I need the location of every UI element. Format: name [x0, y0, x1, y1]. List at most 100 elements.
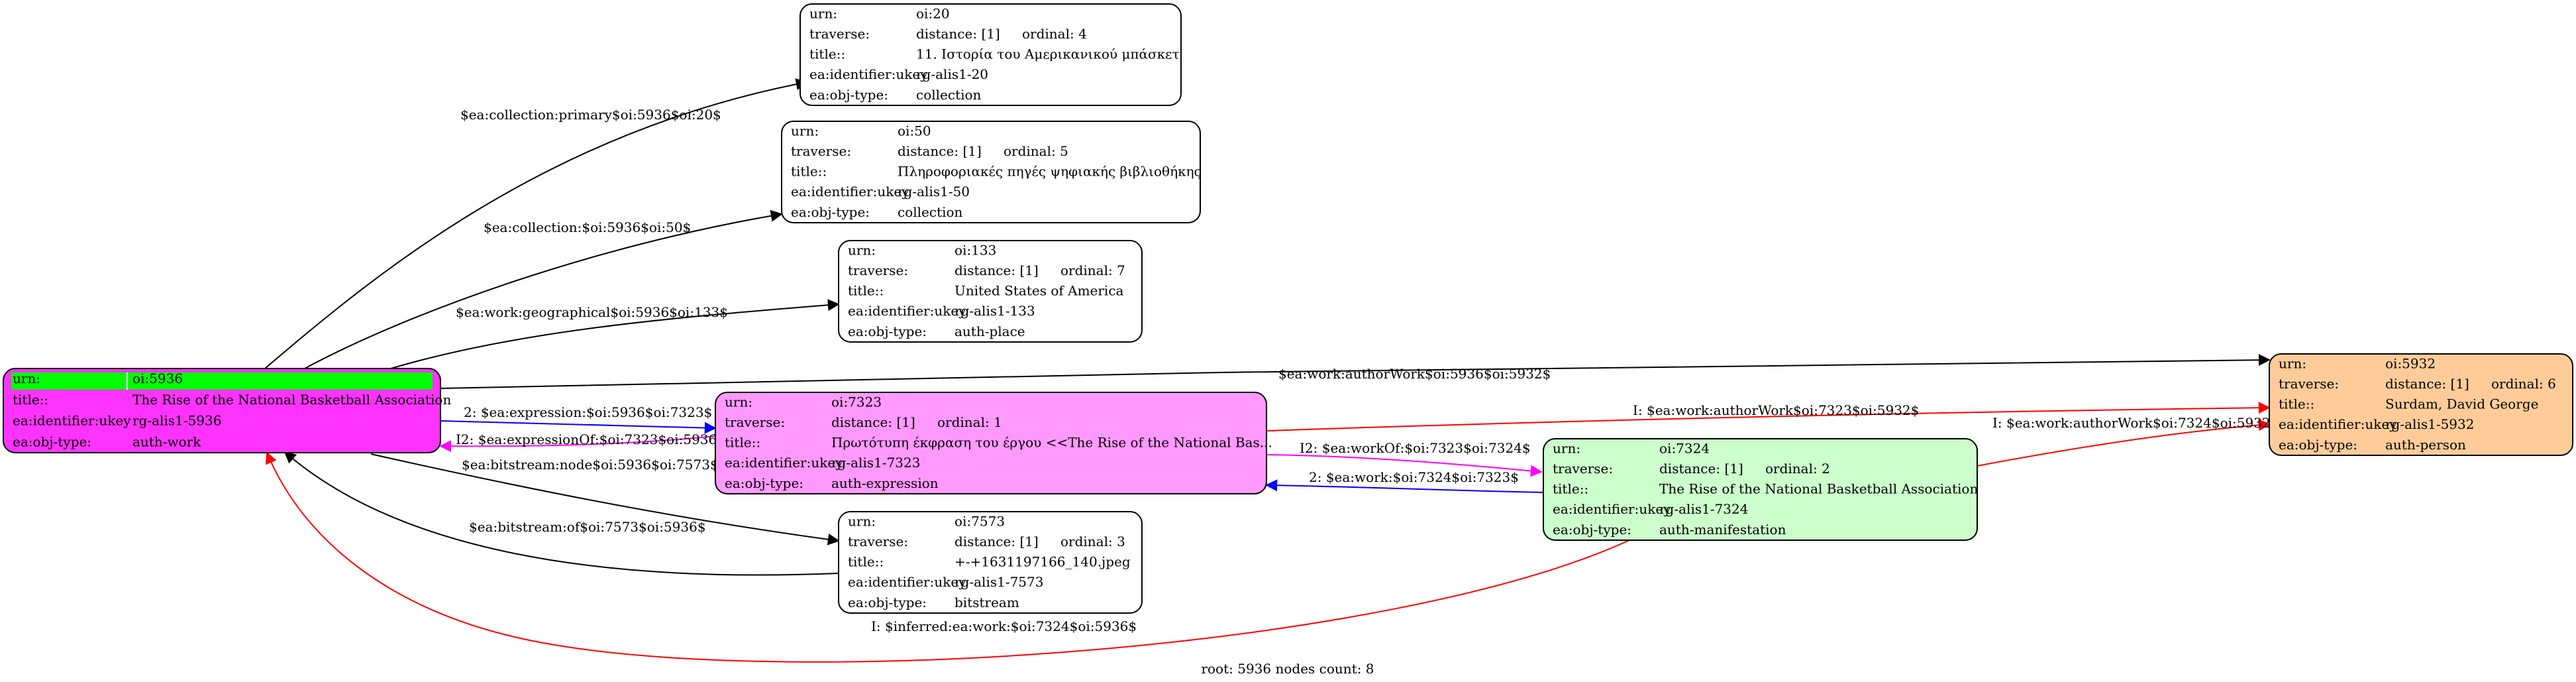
node-field-value: auth-expression — [831, 475, 939, 491]
edge-inferred-work[interactable]: I: $inferred:ea:work:$oi:7324$oi:5936$ — [265, 451, 1630, 663]
node-field-value: auth-manifestation — [1659, 522, 1786, 538]
node-field-value: auth-work — [132, 433, 201, 449]
node-box — [2269, 353, 2573, 456]
node-field-ordinal: ordinal: 3 — [1060, 534, 1125, 549]
node-field-value: rg-alis1-20 — [916, 66, 988, 82]
node-field-key: title:: — [848, 283, 884, 299]
edge-expression-of[interactable]: I2: $ea:expressionOf:$oi:7323$oi:5936$ — [439, 431, 725, 453]
edge-collection[interactable]: $ea:collection:$oi:5936$oi:50$ — [304, 209, 783, 369]
node-field-key: urn: — [725, 394, 752, 410]
node-field-value: Surdam, David George — [2385, 396, 2538, 412]
node-field-key: urn: — [13, 370, 40, 386]
node-field-key: urn: — [848, 242, 876, 258]
node-field-value: distance: [1] — [954, 534, 1039, 549]
node-field-key: urn: — [1553, 440, 1580, 456]
node-field-key: ea:obj-type: — [809, 87, 888, 103]
node-field-ordinal: ordinal: 6 — [2491, 376, 2556, 392]
edge-work-authorwork[interactable]: $ea:work:authorWork$oi:5936$oi:5932$ — [440, 354, 2271, 389]
node-field-key: ea:identifier:ukey — [791, 184, 909, 199]
node-field-key: ea:identifier:ukey — [848, 574, 966, 590]
node-field-key: title:: — [2279, 396, 2314, 412]
edge-label: $ea:collection:primary$oi:5936$oi:20$ — [460, 107, 721, 123]
node-field-value: United States of America — [954, 283, 1124, 299]
node-box — [1543, 438, 1978, 541]
node-field-value: distance: [1] — [954, 262, 1039, 278]
node-field-value: collection — [898, 204, 963, 220]
node-field-value: Πρωτότυπη έκφραση του έργου <<The Rise o… — [831, 435, 1272, 451]
node-field-key: title:: — [809, 46, 845, 62]
node-field-value: oi:5936 — [132, 370, 183, 386]
node-field-ordinal: ordinal: 1 — [937, 414, 1002, 430]
node-field-value: +-+1631197166_140.jpeg — [954, 554, 1131, 570]
node-box — [799, 3, 1182, 106]
node-field-key: ea:obj-type: — [13, 433, 91, 449]
node-field-value: distance: [1] — [898, 143, 982, 159]
node-field-value: distance: [1] — [831, 414, 915, 430]
node-field-key: urn: — [2279, 355, 2306, 371]
node-field-value: 11. Ιστορία του Αμερικανικού μπάσκετ — [916, 46, 1180, 62]
node-field-ordinal: ordinal: 5 — [1004, 143, 1068, 159]
edge-label: $ea:work:geographical$oi:5936$oi:133$ — [456, 304, 728, 320]
edge-bitstream-of[interactable]: $ea:bitstream:of$oi:7573$oi:5936$ — [283, 451, 839, 576]
node-field-key: urn: — [791, 123, 819, 139]
node-field-key: ea:identifier:ukey — [848, 303, 966, 319]
node-field-key: ea:obj-type: — [2279, 437, 2357, 453]
node-field-key: urn: — [848, 513, 876, 529]
node-field-key: title:: — [848, 554, 884, 570]
node-field-value: oi:20 — [916, 5, 950, 21]
edge-label: I2: $ea:expressionOf:$oi:7323$oi:5936$ — [456, 431, 725, 447]
edge-work-geographical[interactable]: $ea:work:geographical$oi:5936$oi:133$ — [390, 299, 840, 369]
node-field-value: distance: [1] — [916, 26, 1000, 42]
node-field-key: ea:identifier:ukey — [725, 455, 843, 471]
edge-expression[interactable]: 2: $ea:expression:$oi:5936$oi:7323$ — [440, 404, 717, 434]
node-field-value: The Rise of the National Basketball Asso… — [132, 392, 451, 408]
node-field-value: rg-alis1-7573 — [954, 574, 1043, 590]
edge-label: $ea:bitstream:of$oi:7573$oi:5936$ — [469, 519, 706, 535]
edge-label: I: $ea:work:authorWork$oi:7324$oi:5932$ — [1992, 415, 2279, 431]
node-field-key: ea:obj-type: — [1553, 522, 1631, 538]
node-field-value: bitstream — [954, 595, 1019, 610]
edge-authorwork-7324[interactable]: I: $ea:work:authorWork$oi:7324$oi:5932$ — [1977, 415, 2279, 467]
node-field-key: title:: — [1553, 481, 1588, 497]
node-field-key: title:: — [791, 164, 827, 180]
node-field-value: rg-alis1-7323 — [831, 455, 920, 471]
node-field-key: ea:obj-type: — [791, 204, 870, 220]
node-field-key: ea:obj-type: — [848, 595, 927, 610]
node-field-value: The Rise of the National Basketball Asso… — [1659, 481, 1978, 497]
node-field-value: rg-alis1-133 — [954, 303, 1035, 319]
edge-work[interactable]: 2: $ea:work:$oi:7324$oi:7323$ — [1265, 469, 1544, 493]
node-field-value: Πληροφοριακές πηγές ψηφιακής βιβλιοθήκης — [898, 164, 1202, 180]
edge-label: $ea:collection:$oi:5936$oi:50$ — [484, 219, 691, 235]
node-field-value: oi:7323 — [831, 394, 882, 410]
edge-label: I: $ea:work:authorWork$oi:7323$oi:5932$ — [1633, 402, 1919, 418]
edge-work-of[interactable]: I2: $ea:workOf:$oi:7323$oi:7324$ — [1266, 440, 1543, 477]
node-box — [715, 392, 1267, 494]
node-field-value: oi:5932 — [2385, 355, 2436, 371]
edge-label: $ea:bitstream:node$oi:5936$oi:7573$ — [462, 457, 719, 473]
edge-bitstream-node[interactable]: $ea:bitstream:node$oi:5936$oi:7573$ — [370, 453, 840, 545]
node-field-key: ea:obj-type: — [848, 323, 927, 339]
edge-label: I2: $ea:workOf:$oi:7323$oi:7324$ — [1300, 440, 1531, 456]
edge-label: $ea:work:authorWork$oi:5936$oi:5932$ — [1278, 366, 1551, 382]
edge-authorwork-7323[interactable]: I: $ea:work:authorWork$oi:7323$oi:5932$ — [1266, 402, 2271, 431]
node-field-value: oi:7573 — [954, 513, 1005, 529]
node-box — [838, 511, 1143, 614]
node-field-key: urn: — [809, 5, 837, 21]
node-field-value: oi:133 — [954, 242, 996, 258]
node-field-key: traverse: — [1553, 461, 1613, 477]
node-field-ordinal: ordinal: 7 — [1060, 262, 1125, 278]
node-field-key: ea:identifier:ukey — [809, 66, 928, 82]
node-field-key: ea:identifier:ukey — [13, 413, 131, 429]
node-field-key: traverse: — [809, 26, 870, 42]
edge-collection-primary[interactable]: $ea:collection:primary$oi:5936$oi:20$ — [264, 78, 808, 369]
root-highlight — [11, 372, 433, 390]
edge-label: I: $inferred:ea:work:$oi:7324$oi:5936$ — [871, 618, 1137, 634]
